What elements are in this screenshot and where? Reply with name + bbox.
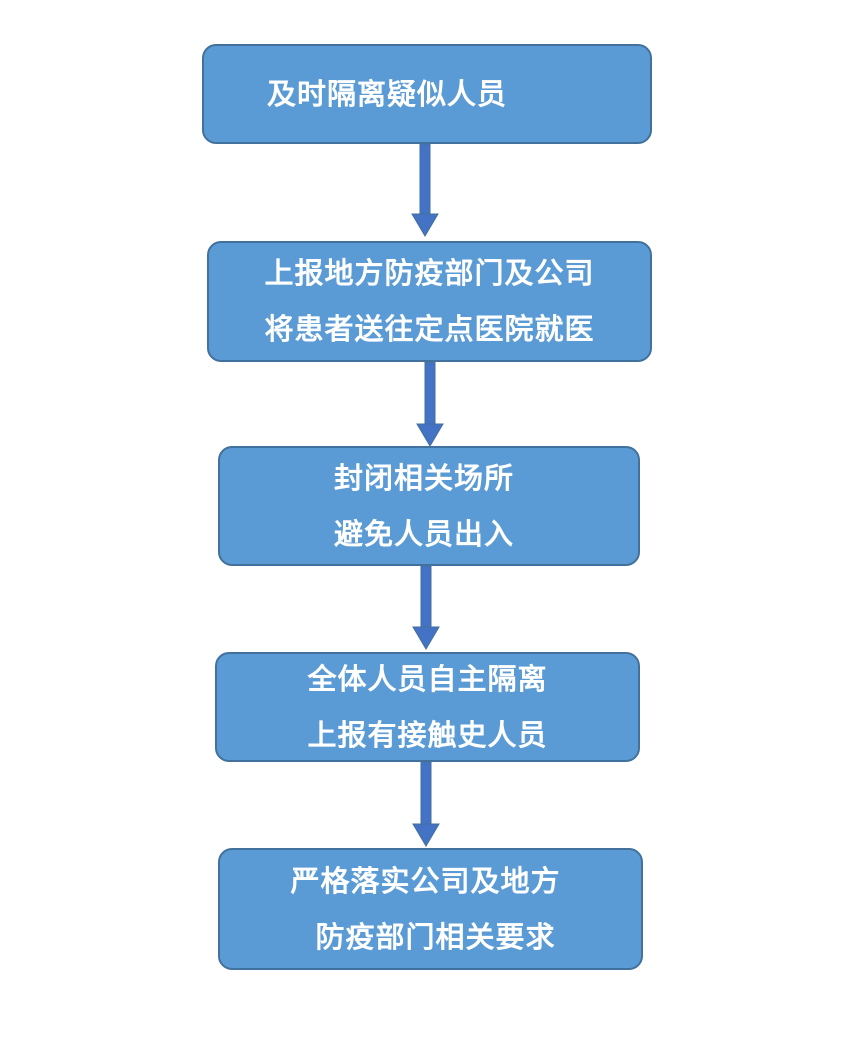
step-1-box: 及时隔离疑似人员 — [202, 44, 652, 144]
arrow-3-to-4 — [412, 565, 440, 650]
step-1-line-1: 及时隔离疑似人员 — [266, 76, 507, 111]
step-5-box: 严格落实公司及地方 防疫部门相关要求 — [218, 848, 643, 970]
step-2-line-1: 上报地方防疫部门及公司 — [264, 256, 595, 290]
step-4-box: 全体人员自主隔离 上报有接触史人员 — [215, 652, 640, 762]
step-5-line-2: 防疫部门相关要求 — [315, 919, 556, 954]
step-2-line-2: 将患者送往定点医院就医 — [264, 312, 595, 346]
arrow-4-to-5 — [412, 761, 440, 847]
step-4-line-2: 上报有接触史人员 — [307, 717, 548, 752]
step-5-line-1: 严格落实公司及地方 — [290, 863, 561, 898]
step-3-line-1: 封闭相关场所 — [333, 460, 514, 495]
arrow-1-to-2 — [411, 143, 439, 237]
arrow-2-to-3 — [416, 361, 444, 447]
step-3-line-2: 避免人员出入 — [333, 516, 514, 551]
step-4-line-1: 全体人员自主隔离 — [307, 661, 548, 696]
step-2-box: 上报地方防疫部门及公司 将患者送往定点医院就医 — [207, 241, 652, 362]
step-3-box: 封闭相关场所 避免人员出入 — [218, 446, 640, 566]
